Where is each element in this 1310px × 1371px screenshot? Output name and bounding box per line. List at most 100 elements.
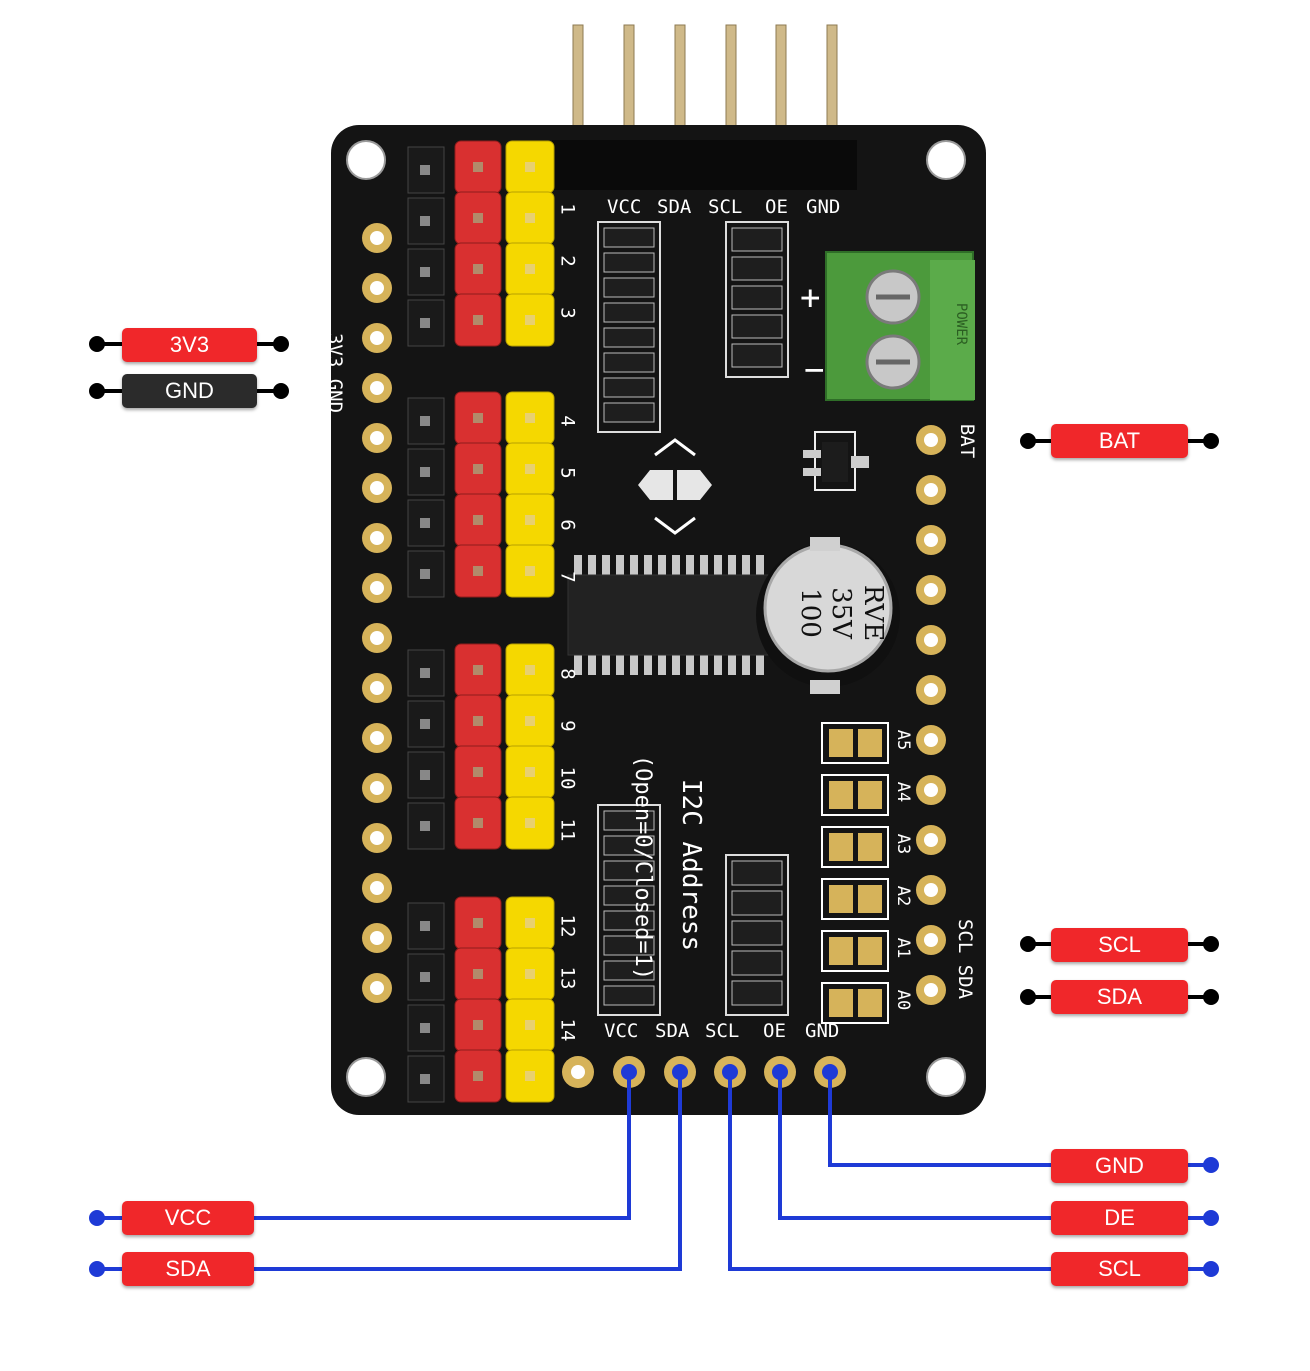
address-pad-frame <box>821 982 889 1024</box>
pin-tip <box>473 315 483 325</box>
resistor <box>731 343 783 368</box>
left-side-silk: 3V3 GND <box>324 332 347 414</box>
pad-hole <box>924 833 938 847</box>
pin-tip <box>420 770 430 780</box>
pad-hole <box>924 983 938 997</box>
pin-tip <box>420 467 430 477</box>
right-bat-silk: BAT <box>956 423 979 459</box>
callout-scl-right: SCL <box>1051 928 1188 962</box>
address-pad-frame <box>821 774 889 816</box>
pin-tip <box>420 668 430 678</box>
pad-hole <box>370 581 384 595</box>
wire-endpoint <box>1203 1157 1219 1173</box>
resistor <box>603 935 655 956</box>
resistor <box>731 314 783 339</box>
callout-scl-bottom: SCL <box>1051 1252 1188 1286</box>
pin-tip <box>473 1071 483 1081</box>
pin-tip <box>473 464 483 474</box>
pad-hole <box>370 731 384 745</box>
pad-hole <box>370 281 384 295</box>
pad-hole <box>370 631 384 645</box>
chip-pin <box>574 555 582 577</box>
chip-pin <box>644 653 652 675</box>
channel-number: 4 <box>556 415 579 427</box>
pin-tip <box>420 1023 430 1033</box>
callout-gnd-left: GND <box>122 374 257 408</box>
top-scl-silk: SCL <box>708 196 743 218</box>
wire-endpoint <box>1203 989 1219 1005</box>
pin-tip <box>473 1020 483 1030</box>
chip-pin <box>742 653 750 675</box>
chip-pin <box>672 653 680 675</box>
pin-tip <box>525 264 535 274</box>
pwm-chip <box>567 555 769 675</box>
mounting-holes <box>346 140 966 1097</box>
wire-endpoint <box>89 383 105 399</box>
resistor <box>731 950 783 976</box>
pin-tip <box>473 515 483 525</box>
bottom-oe-silk: OE <box>763 1020 786 1042</box>
chip-pin <box>714 555 722 577</box>
header-black-pin <box>407 751 445 799</box>
address-pad-label: A5 <box>893 729 914 751</box>
address-note-silk: (Open=0/Closed=1) <box>630 754 656 981</box>
wire-endpoint <box>772 1064 788 1080</box>
pin-tip <box>473 162 483 172</box>
resistor <box>731 980 783 1006</box>
wire-endpoint <box>89 336 105 352</box>
pin-tip <box>525 464 535 474</box>
chip-pin <box>742 555 750 577</box>
callout-gnd-bottom: GND <box>1051 1149 1188 1183</box>
address-pad <box>829 937 853 965</box>
resistor <box>603 860 655 881</box>
cap-text-2: 35V <box>825 587 856 639</box>
callout-sda-right: SDA <box>1051 980 1188 1014</box>
wire-endpoint <box>1203 1261 1219 1277</box>
chip-pin <box>658 555 666 577</box>
cap-text-3: RVE <box>858 584 889 642</box>
capacitor <box>756 537 900 694</box>
resistor <box>603 835 655 856</box>
pad-hole <box>924 933 938 947</box>
wire-endpoint <box>1020 936 1036 952</box>
top-sda-silk: SDA <box>657 196 692 218</box>
terminal-minus-silk: − <box>804 350 825 390</box>
callout-oe-bottom: DE <box>1051 1201 1188 1235</box>
resistor-outline <box>725 854 789 1016</box>
bottom-gnd-silk: GND <box>805 1020 840 1042</box>
chip-pin <box>686 555 694 577</box>
channel-number: 12 <box>556 914 579 938</box>
top-oe-silk: OE <box>765 196 788 218</box>
pin-tip <box>525 515 535 525</box>
callout-vcc-bottom: VCC <box>122 1201 254 1235</box>
channel-number: 2 <box>556 255 579 267</box>
resistor <box>603 352 655 373</box>
pad-hole <box>370 431 384 445</box>
address-pad <box>829 781 853 809</box>
address-pad-frame <box>821 930 889 972</box>
pad-hole <box>571 1065 585 1079</box>
pad-hole <box>924 583 938 597</box>
address-pad-frame <box>821 878 889 920</box>
chip-pin <box>756 653 764 675</box>
resistor <box>603 985 655 1006</box>
pin-tip <box>473 969 483 979</box>
channel-number: 14 <box>556 1018 579 1042</box>
chip-pin <box>700 653 708 675</box>
right-i2c-silk: SCL SDA <box>954 918 977 1000</box>
address-pad <box>858 781 882 809</box>
pin-tip <box>420 267 430 277</box>
wire <box>254 1072 631 1220</box>
pin-tip <box>525 767 535 777</box>
pad-hole <box>370 781 384 795</box>
resistor <box>603 252 655 273</box>
callout-bat: BAT <box>1051 424 1188 458</box>
pad-hole <box>924 683 938 697</box>
address-pad <box>858 833 882 861</box>
resistor <box>731 890 783 916</box>
channel-number: 10 <box>556 766 579 790</box>
pin-tip <box>420 1074 430 1084</box>
pin-tip <box>525 413 535 423</box>
bottom-scl-silk: SCL <box>705 1020 740 1042</box>
address-pad <box>829 833 853 861</box>
